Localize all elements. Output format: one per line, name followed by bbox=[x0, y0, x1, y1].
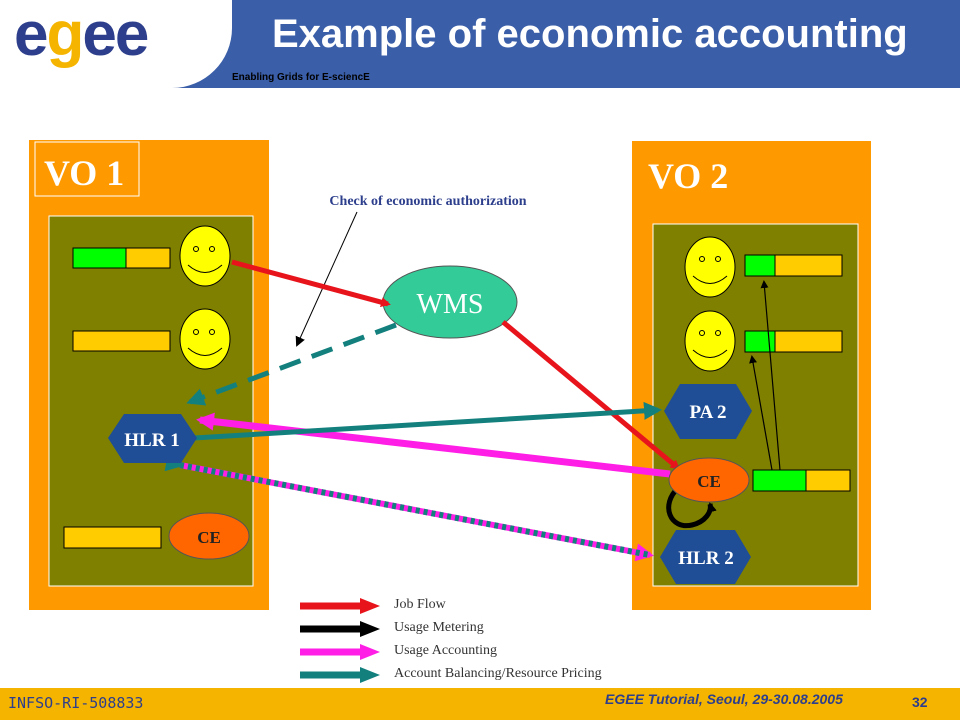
metering-arrow bbox=[749, 355, 773, 471]
logo-text: egee bbox=[14, 0, 149, 69]
hlr1-label: HLR 1 bbox=[124, 430, 179, 451]
user-face-icon bbox=[684, 310, 736, 372]
vo2-label: VO 2 bbox=[648, 156, 728, 196]
logo: egee bbox=[0, 0, 232, 88]
wms-label: WMS bbox=[417, 289, 484, 320]
slide-title: Example of economic accounting bbox=[272, 12, 908, 56]
ce1-node bbox=[168, 512, 250, 560]
vo1-bar-2 bbox=[72, 330, 171, 352]
event-info: EGEE Tutorial, Seoul, 29-30.08.2005 bbox=[605, 691, 843, 707]
legend-account-balancing: Account Balancing/Resource Pricing bbox=[394, 666, 602, 681]
user-face-icon bbox=[684, 236, 736, 298]
vo2-bar-2 bbox=[744, 330, 843, 353]
hlr1-node bbox=[108, 414, 197, 463]
usage-accounting-arrow bbox=[196, 412, 671, 478]
ce-loop-arrow bbox=[666, 486, 717, 529]
vo1-label-box bbox=[34, 141, 140, 197]
vo1-bar-1 bbox=[72, 247, 171, 269]
legend-job-flow: Job Flow bbox=[394, 597, 446, 612]
auth-check-arrow bbox=[186, 322, 397, 406]
footer-bar: INFSO-RI-508833 EGEE Tutorial, Seoul, 29… bbox=[0, 688, 960, 720]
hlr2-label: HLR 2 bbox=[678, 548, 733, 569]
user-face-icon bbox=[179, 308, 231, 370]
accounting-diagram: VO 1 VO 2 bbox=[29, 140, 871, 683]
vo2-bar-1 bbox=[744, 254, 843, 277]
pa2-node bbox=[664, 384, 752, 439]
balancing-arrow bbox=[193, 401, 662, 441]
hlr-exchange-arrow bbox=[164, 453, 654, 562]
tagline: Enabling Grids for E-sciencE bbox=[232, 72, 370, 83]
page-number: 32 bbox=[912, 694, 928, 710]
job-flow-arrow bbox=[501, 320, 681, 470]
project-id: INFSO-RI-508833 bbox=[8, 694, 144, 712]
vo1-bar-3 bbox=[63, 526, 162, 549]
annotation-text: Check of economic authorization bbox=[329, 194, 526, 209]
legend-usage-accounting: Usage Accounting bbox=[394, 643, 498, 658]
ce2-label: CE bbox=[697, 472, 721, 491]
legend-usage-metering: Usage Metering bbox=[394, 620, 484, 635]
hlr2-node bbox=[660, 530, 751, 584]
vo2-bar-3 bbox=[752, 469, 851, 492]
user-face-icon bbox=[179, 225, 231, 287]
job-flow-arrow bbox=[231, 259, 391, 308]
ce2-node bbox=[668, 457, 750, 503]
metering-arrow bbox=[760, 280, 781, 471]
header-bar: egee Enabling Grids for E-sciencE Exampl… bbox=[0, 0, 960, 88]
annotation-pointer bbox=[295, 211, 358, 347]
ce1-label: CE bbox=[197, 528, 221, 547]
pa2-label: PA 2 bbox=[689, 402, 726, 423]
vo1-label: VO 1 bbox=[44, 153, 124, 193]
